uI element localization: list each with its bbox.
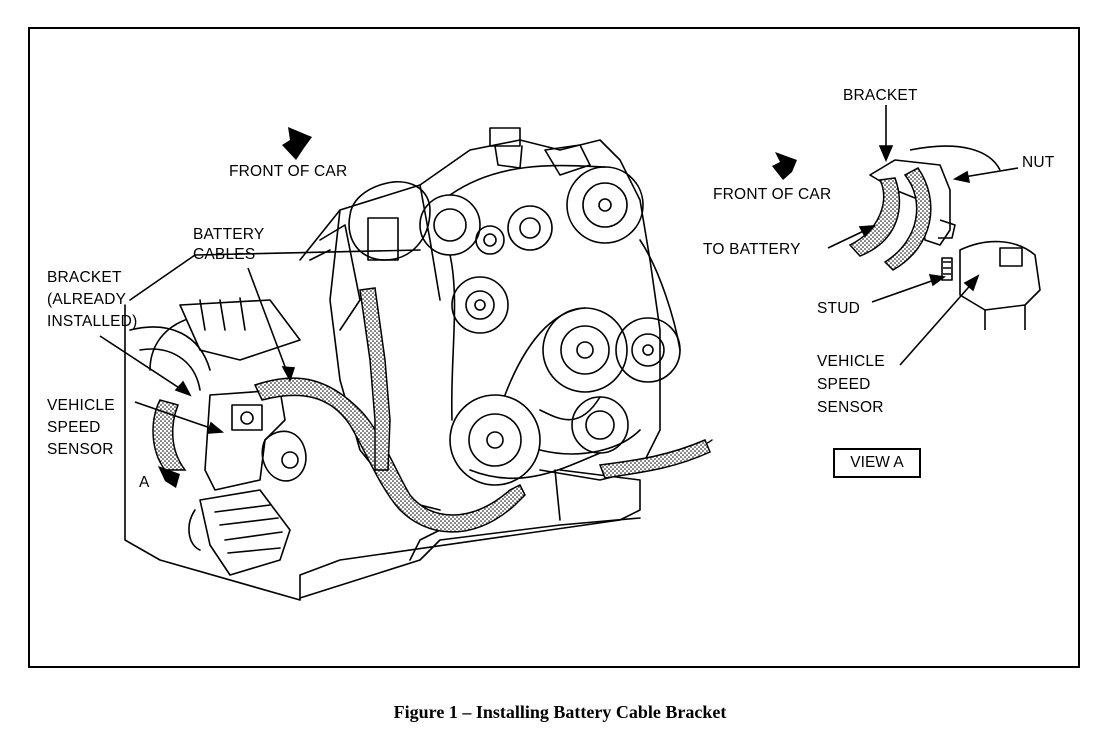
view-a-cables [848, 167, 932, 271]
view-a-label: VIEW A [850, 454, 904, 471]
label-front-of-car-view-a: FRONT OF CAR [713, 186, 832, 203]
label-battery-cables-1: BATTERY [193, 226, 265, 243]
label-to-battery: TO BATTERY [703, 241, 801, 258]
label-vss-view-a-2: SPEED [817, 376, 871, 393]
label-nut: NUT [1022, 154, 1055, 171]
view-a-box: VIEW A [833, 448, 921, 478]
label-front-of-car-main: FRONT OF CAR [229, 163, 348, 180]
label-vss-main-3: SENSOR [47, 441, 114, 458]
label-battery-cables-2: CABLES [193, 246, 256, 263]
label-bracket-already-1: BRACKET [47, 269, 122, 286]
label-view-marker-a: A [139, 474, 150, 491]
view-a-illustration [869, 145, 1041, 330]
engine-illustration [124, 127, 713, 601]
label-stud: STUD [817, 300, 860, 317]
label-vss-main-1: VEHICLE [47, 397, 115, 414]
front-arrow-view-a-icon [772, 152, 797, 180]
battery-cables-main [152, 287, 711, 533]
figure-frame [28, 27, 1080, 668]
label-vss-main-2: SPEED [47, 419, 101, 436]
figure-caption: Figure 1 – Installing Battery Cable Brac… [393, 702, 727, 722]
label-bracket-view-a: BRACKET [843, 87, 918, 104]
label-bracket-already-3: INSTALLED) [47, 313, 138, 330]
label-vss-view-a-1: VEHICLE [817, 353, 885, 370]
view-a-arrow-icon [158, 466, 180, 488]
front-arrow-main-icon [282, 127, 312, 160]
label-bracket-already-2: (ALREADY [47, 291, 127, 308]
label-vss-view-a-3: SENSOR [817, 399, 884, 416]
